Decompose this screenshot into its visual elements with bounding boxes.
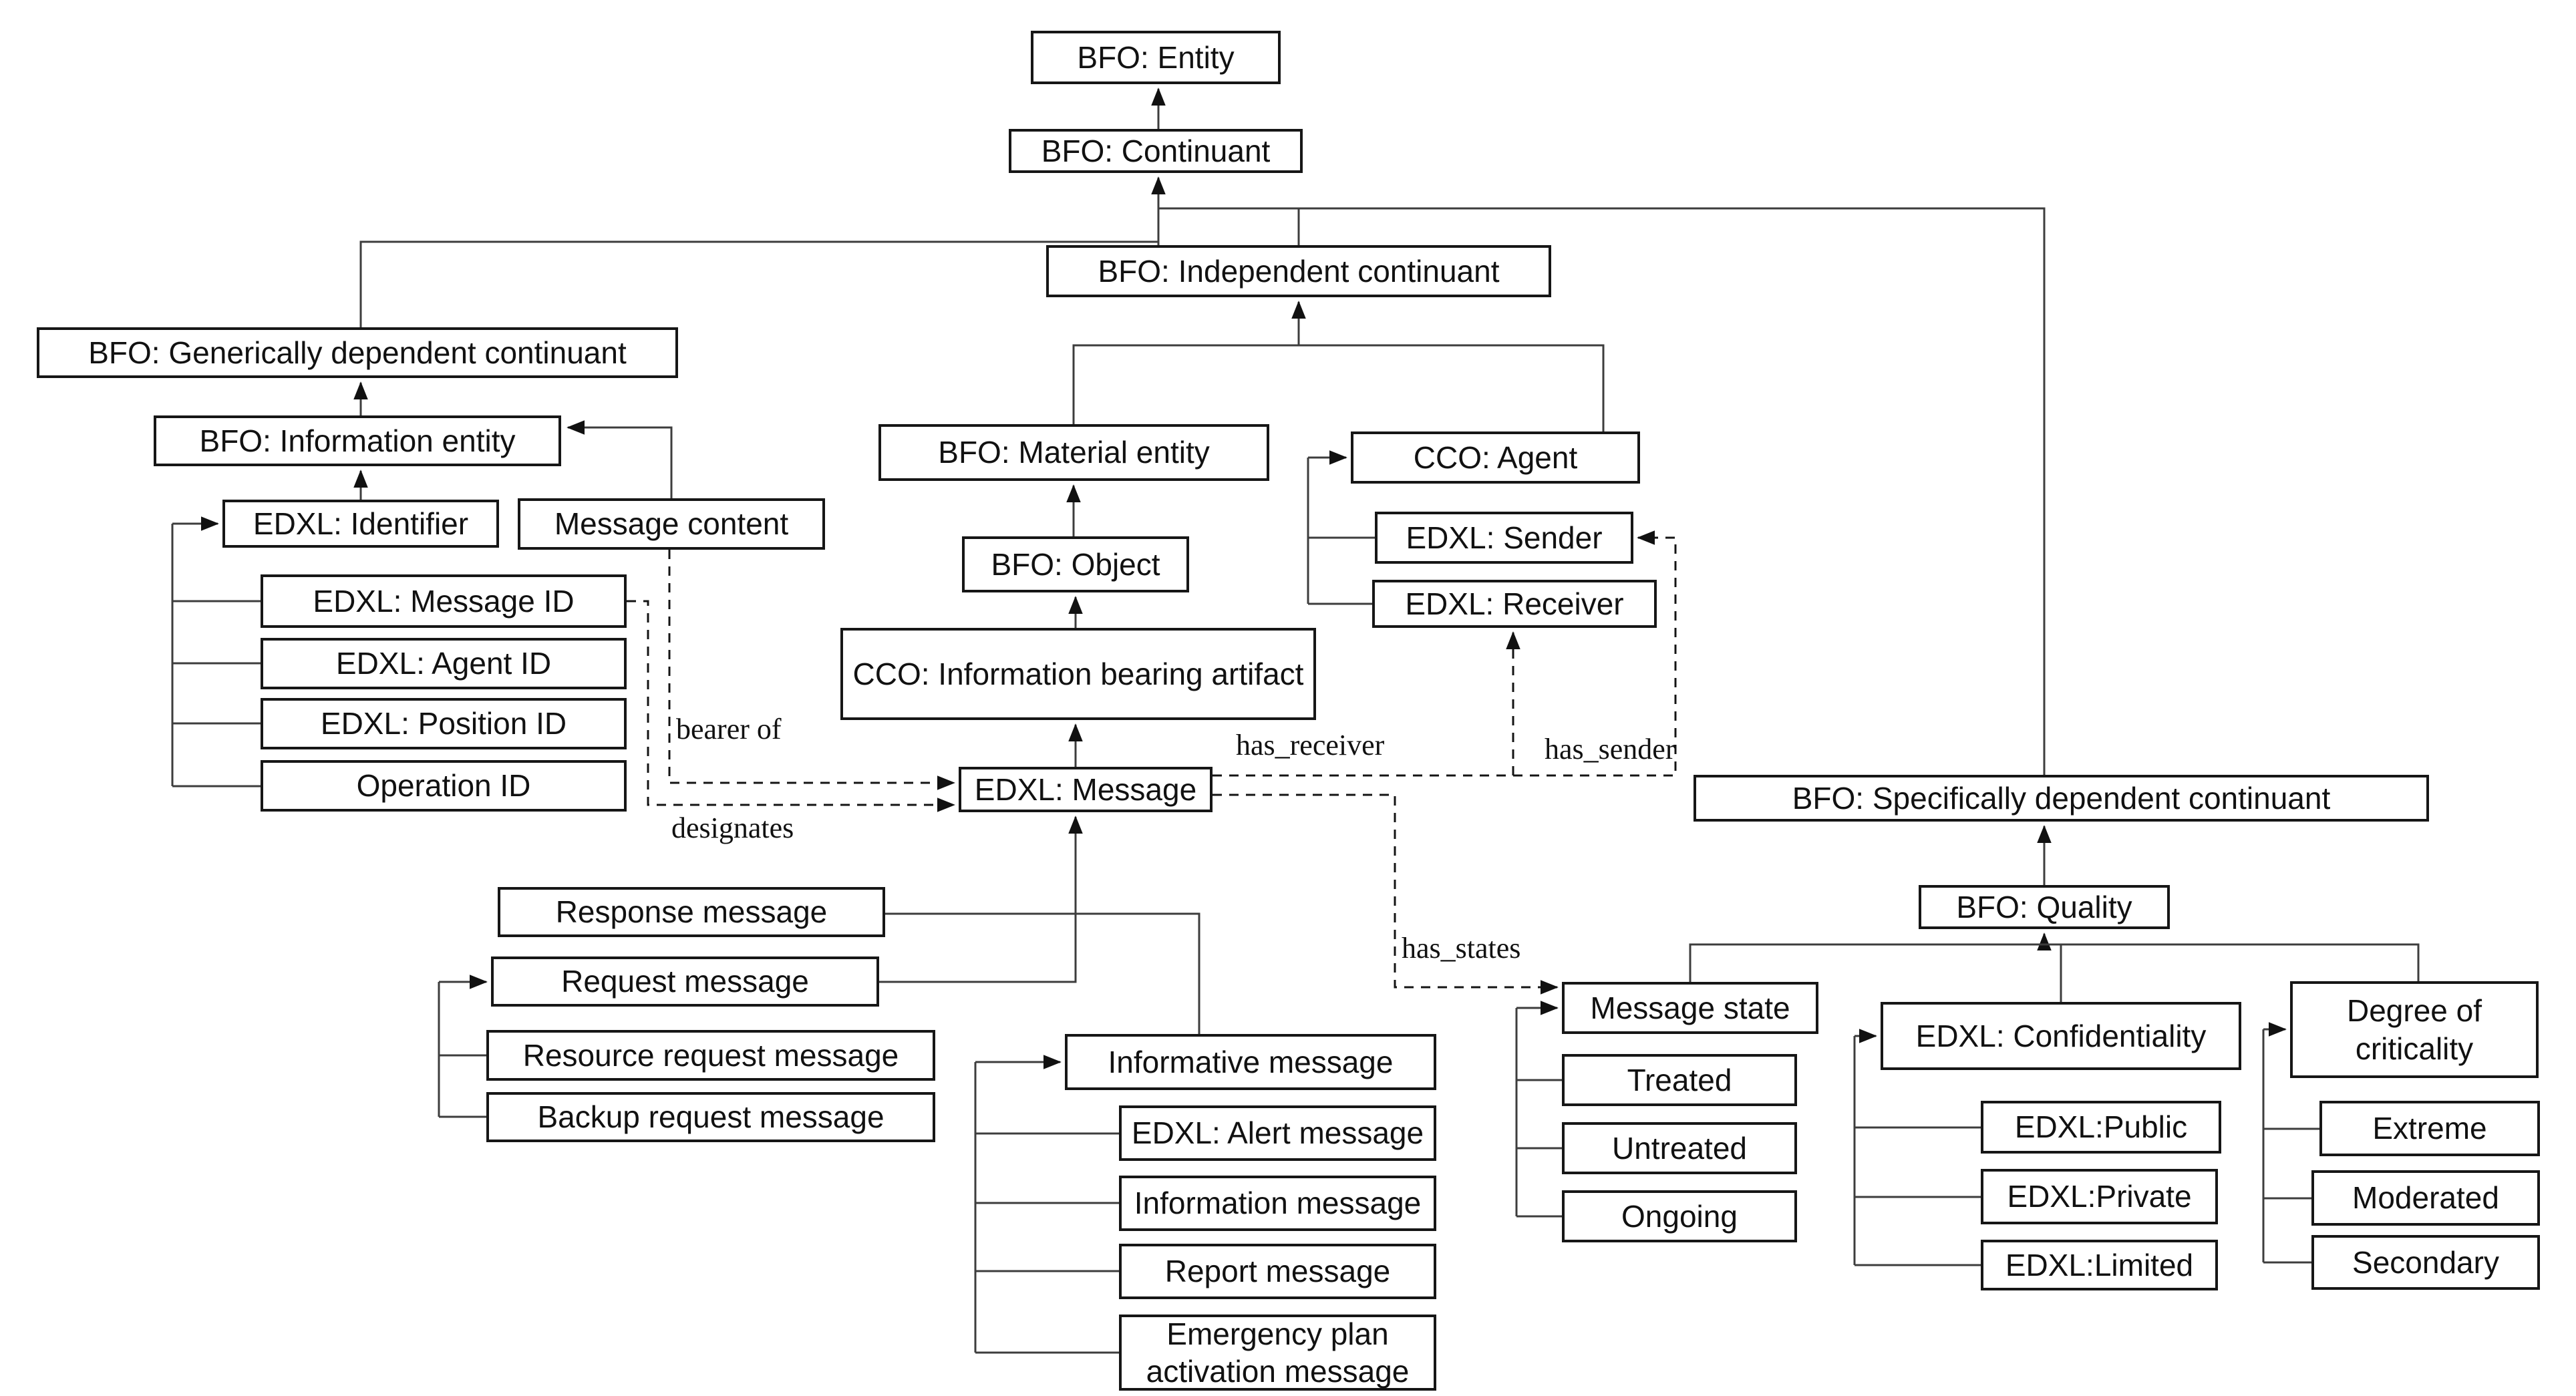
edge-branch-qualities bbox=[1689, 943, 2420, 982]
node-operation-id: Operation ID bbox=[261, 760, 627, 812]
relation-has-sender-line bbox=[1213, 530, 1677, 777]
node-emergency-plan-activation-message: Emergency plan activation message bbox=[1119, 1315, 1436, 1391]
node-edxl-alert-message: EDXL: Alert message bbox=[1119, 1105, 1436, 1161]
node-cco-information-bearing-artifact: CCO: Information bearing artifact bbox=[840, 628, 1316, 720]
relation-label-designates: designates bbox=[671, 812, 794, 844]
node-cco-agent: CCO: Agent bbox=[1351, 431, 1640, 484]
node-resource-request-message: Resource request message bbox=[486, 1030, 935, 1081]
node-untreated: Untreated bbox=[1562, 1122, 1797, 1174]
node-edxl-limited: EDXL:Limited bbox=[1981, 1240, 2218, 1290]
node-edxl-position-id: EDXL: Position ID bbox=[261, 698, 627, 749]
node-message-state: Message state bbox=[1562, 982, 1818, 1034]
node-backup-request-message: Backup request message bbox=[486, 1092, 935, 1142]
node-bfo-generically-dependent: BFO: Generically dependent continuant bbox=[37, 327, 678, 378]
relation-label-bearer-of: bearer of bbox=[676, 713, 782, 745]
node-bfo-information-entity: BFO: Information entity bbox=[154, 415, 561, 466]
node-edxl-agent-id: EDXL: Agent ID bbox=[261, 638, 627, 689]
edge-branch-material-agent bbox=[1072, 344, 1605, 431]
node-bfo-entity: BFO: Entity bbox=[1031, 31, 1281, 84]
node-informative-message: Informative message bbox=[1065, 1034, 1436, 1090]
edge-messagecontent-to-infoentity bbox=[567, 420, 673, 498]
node-secondary: Secondary bbox=[2311, 1235, 2540, 1290]
node-edxl-confidentiality: EDXL: Confidentiality bbox=[1881, 1002, 2241, 1070]
node-edxl-receiver: EDXL: Receiver bbox=[1372, 580, 1657, 628]
node-bfo-object: BFO: Object bbox=[962, 536, 1189, 592]
node-edxl-message-id: EDXL: Message ID bbox=[261, 574, 627, 628]
node-message-content: Message content bbox=[518, 498, 825, 550]
node-moderated: Moderated bbox=[2311, 1170, 2540, 1226]
node-edxl-private: EDXL:Private bbox=[1981, 1169, 2218, 1224]
edge-branch-to-generically-dependent bbox=[359, 240, 1158, 327]
node-edxl-sender: EDXL: Sender bbox=[1375, 512, 1633, 564]
node-bfo-material-entity: BFO: Material entity bbox=[878, 424, 1269, 481]
node-information-message: Information message bbox=[1119, 1176, 1436, 1231]
node-bfo-independent-continuant: BFO: Independent continuant bbox=[1046, 245, 1551, 297]
node-response-message: Response message bbox=[498, 887, 885, 937]
node-ongoing: Ongoing bbox=[1562, 1190, 1797, 1242]
relation-bearer-of-line bbox=[668, 550, 955, 790]
node-report-message: Report message bbox=[1119, 1244, 1436, 1299]
edge-response-informative bbox=[885, 912, 1200, 1034]
node-request-message: Request message bbox=[491, 956, 879, 1007]
relation-designates-line bbox=[627, 600, 955, 812]
node-edxl-message: EDXL: Message bbox=[959, 767, 1213, 812]
node-bfo-continuant: BFO: Continuant bbox=[1009, 129, 1303, 173]
relation-label-has-states: has_states bbox=[1402, 932, 1521, 965]
node-bfo-quality: BFO: Quality bbox=[1919, 885, 2170, 929]
node-degree-of-criticality: Degree of criticality bbox=[2290, 981, 2539, 1078]
node-treated: Treated bbox=[1562, 1054, 1797, 1106]
relation-has-states-line bbox=[1213, 794, 1559, 995]
relation-label-has-sender: has_sender bbox=[1545, 733, 1675, 765]
node-bfo-specifically-dependent: BFO: Specifically dependent continuant bbox=[1694, 775, 2429, 822]
node-extreme: Extreme bbox=[2319, 1101, 2540, 1156]
node-edxl-public: EDXL:Public bbox=[1981, 1101, 2221, 1154]
node-edxl-identifier: EDXL: Identifier bbox=[222, 500, 499, 548]
edge-branch-to-specifically-dependent bbox=[1158, 207, 2046, 775]
relation-label-has-receiver: has_receiver bbox=[1236, 729, 1385, 761]
edge-request-to-message bbox=[879, 816, 1083, 983]
